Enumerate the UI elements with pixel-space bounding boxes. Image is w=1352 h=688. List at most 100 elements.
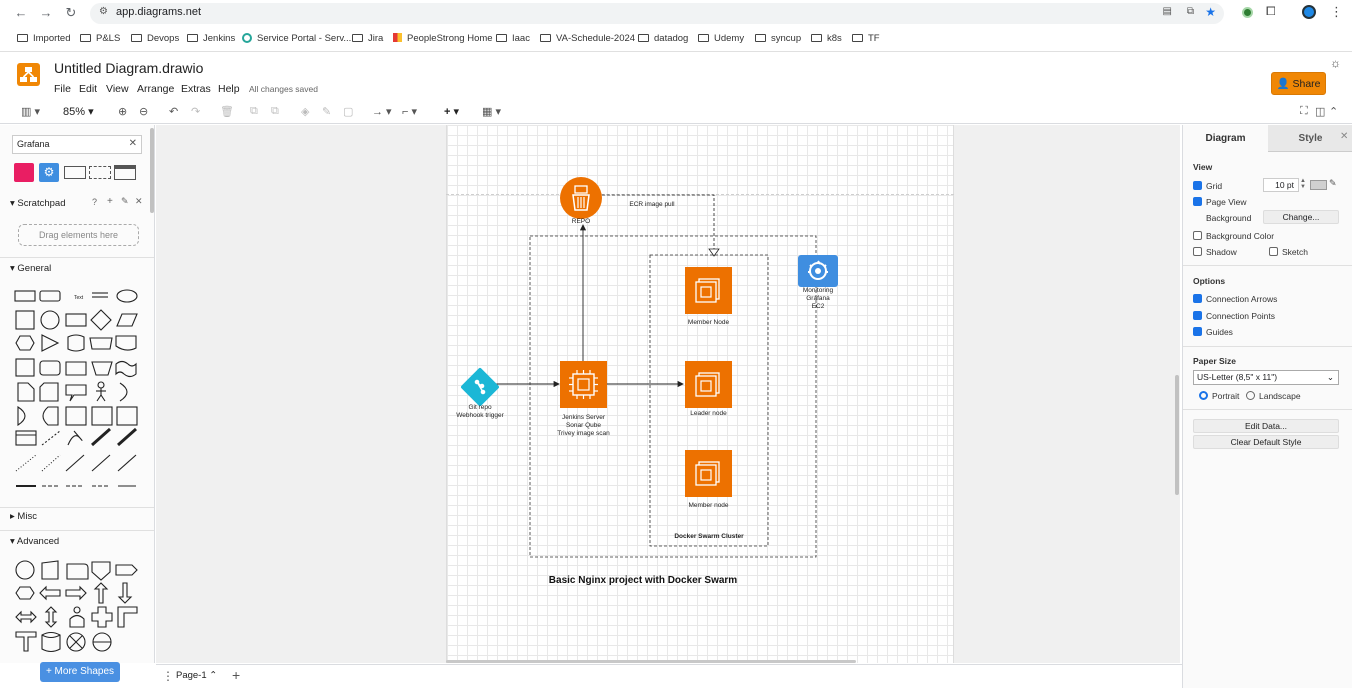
- canvas-vscrollbar[interactable]: [1175, 375, 1179, 495]
- advanced-shapes-grid[interactable]: [12, 557, 142, 657]
- tab-style[interactable]: Style: [1268, 125, 1352, 152]
- menu-view[interactable]: View: [106, 83, 129, 95]
- install-app-icon[interactable]: ⧉: [1186, 6, 1194, 17]
- delete-icon[interactable]: 🗑: [220, 106, 234, 118]
- bookmark-jenkins[interactable]: Jenkins: [187, 33, 235, 44]
- member-node-1-icon[interactable]: [685, 267, 732, 314]
- outer-group-box[interactable]: [529, 235, 817, 558]
- result-shape-icon[interactable]: [64, 166, 86, 179]
- table-icon[interactable]: ▦ ▾: [482, 106, 501, 118]
- bookmark-va-schedule[interactable]: VA-Schedule-2024: [540, 33, 635, 44]
- shape-search-input[interactable]: Grafana ✕: [12, 135, 142, 154]
- menu-extras[interactable]: Extras: [181, 83, 211, 95]
- checkbox-checked[interactable]: [1193, 294, 1202, 303]
- general-shapes-grid[interactable]: Text: [12, 285, 142, 500]
- member-node-2-icon[interactable]: [685, 450, 732, 497]
- bookmark-peoplestrong[interactable]: PeopleStrong Home: [393, 33, 493, 44]
- sketch-checkbox[interactable]: Sketch: [1269, 247, 1308, 257]
- result-grafana-pink-icon[interactable]: [14, 163, 34, 182]
- to-front-icon[interactable]: ⧉: [250, 105, 258, 117]
- result-shape-icon[interactable]: [114, 165, 136, 180]
- scratchpad-edit-icon[interactable]: ✎: [121, 196, 129, 206]
- checkbox-unchecked[interactable]: [1193, 247, 1202, 256]
- ecr-repo-icon[interactable]: [560, 177, 602, 219]
- bookmark-datadog[interactable]: datadog: [638, 33, 688, 44]
- bookmark-star-icon[interactable]: ★: [1205, 5, 1216, 19]
- profile-avatar[interactable]: [1302, 5, 1316, 19]
- extensions-puzzle-icon[interactable]: ⧠: [1266, 4, 1276, 18]
- result-grafana-blue-icon[interactable]: ⚙: [39, 163, 59, 182]
- fill-color-icon[interactable]: ◈: [301, 106, 310, 118]
- grid-size-input[interactable]: 10 pt: [1263, 178, 1299, 192]
- share-button[interactable]: 👤 Share: [1271, 72, 1326, 95]
- bookmark-iaac[interactable]: Iaac: [496, 33, 530, 44]
- scratchpad-add-icon[interactable]: +: [107, 196, 113, 207]
- background-color-checkbox[interactable]: Background Color: [1193, 231, 1274, 241]
- edge-ecr-image-pull[interactable]: [602, 194, 720, 257]
- bookmark-service-portal[interactable]: Service Portal - Serv...: [242, 33, 351, 44]
- insert-icon[interactable]: + ▾: [444, 106, 460, 118]
- menu-arrange[interactable]: Arrange: [137, 83, 175, 95]
- bookmark-devops[interactable]: Devops: [131, 33, 179, 44]
- extension-icon[interactable]: [1242, 7, 1253, 18]
- guides-checkbox[interactable]: Guides: [1193, 327, 1233, 337]
- fullscreen-icon[interactable]: ⛶: [1300, 105, 1308, 117]
- leader-node-icon[interactable]: [685, 361, 732, 408]
- page-tab-chevron-icon[interactable]: ⌃: [209, 670, 218, 681]
- general-header[interactable]: ▾ General: [10, 263, 52, 274]
- bookmark-udemy[interactable]: Udemy: [698, 33, 744, 44]
- menu-help[interactable]: Help: [218, 83, 240, 95]
- more-shapes-button[interactable]: + More Shapes: [40, 662, 120, 682]
- zoom-in-icon[interactable]: ⊕: [118, 106, 128, 118]
- zoom-out-icon[interactable]: ⊖: [139, 106, 149, 118]
- forward-icon[interactable]: →: [39, 5, 53, 20]
- page-view-checkbox[interactable]: Page View: [1193, 197, 1246, 207]
- checkbox-unchecked[interactable]: [1269, 247, 1278, 256]
- portrait-radio[interactable]: Portrait: [1199, 391, 1239, 401]
- connection-arrows-checkbox[interactable]: Connection Arrows: [1193, 294, 1277, 304]
- checkbox-checked[interactable]: [1193, 181, 1202, 190]
- docker-swarm-cluster-box[interactable]: [649, 254, 769, 547]
- radio-unselected[interactable]: [1246, 391, 1255, 400]
- clear-default-style-button[interactable]: Clear Default Style: [1193, 435, 1339, 449]
- grid-checkbox[interactable]: Grid: [1193, 181, 1222, 191]
- shadow-checkbox[interactable]: Shadow: [1193, 247, 1237, 257]
- connection-points-checkbox[interactable]: Connection Points: [1193, 311, 1275, 321]
- collapse-icon[interactable]: ⌃: [1329, 106, 1339, 118]
- grid-size-stepper[interactable]: ▲▼: [1300, 178, 1306, 190]
- document-title[interactable]: Untitled Diagram.drawio: [54, 60, 204, 76]
- format-panel-icon[interactable]: ▥ ▾: [21, 106, 40, 118]
- left-panel-scrollbar[interactable]: [150, 128, 154, 213]
- result-shape-icon[interactable]: [89, 166, 111, 179]
- scratchpad-close-icon[interactable]: ✕: [135, 196, 143, 206]
- undo-icon[interactable]: ↶: [169, 106, 179, 118]
- address-bar[interactable]: ⚙ app.diagrams.net ★ ⧉ ▤: [90, 3, 1224, 24]
- checkbox-unchecked[interactable]: [1193, 231, 1202, 240]
- scratchpad-help-icon[interactable]: ?: [92, 197, 98, 207]
- canvas-hscrollbar[interactable]: [446, 660, 856, 663]
- browser-menu-icon[interactable]: ⋮: [1330, 4, 1343, 19]
- checkbox-checked[interactable]: [1193, 327, 1202, 336]
- to-back-icon[interactable]: ⧉: [271, 105, 279, 117]
- checkbox-checked[interactable]: [1193, 197, 1202, 206]
- clipboard-icon[interactable]: ▤: [1162, 6, 1172, 17]
- edit-data-button[interactable]: Edit Data...: [1193, 419, 1339, 433]
- waypoints-icon[interactable]: ⌐ ▾: [402, 106, 418, 118]
- bookmark-imported[interactable]: Imported: [17, 33, 71, 44]
- scratchpad-header[interactable]: ▾ Scratchpad: [10, 198, 66, 209]
- radio-selected[interactable]: [1199, 391, 1208, 400]
- back-icon[interactable]: ←: [14, 5, 28, 20]
- menu-file[interactable]: File: [54, 83, 71, 95]
- zoom-select[interactable]: 85% ▾: [63, 106, 94, 118]
- bookmark-jira[interactable]: Jira: [352, 33, 383, 44]
- connection-icon[interactable]: → ▾: [372, 106, 392, 118]
- change-background-button[interactable]: Change...: [1263, 210, 1339, 224]
- misc-header[interactable]: ▸ Misc: [10, 511, 37, 522]
- menu-edit[interactable]: Edit: [79, 83, 98, 95]
- tab-page-1[interactable]: Page-1 ⌃: [176, 670, 218, 681]
- close-panel-icon[interactable]: ✕: [1340, 131, 1349, 142]
- toggle-format-icon[interactable]: ◫: [1315, 106, 1326, 118]
- pages-menu-icon[interactable]: ⋮: [162, 669, 174, 683]
- redo-icon[interactable]: ↷: [191, 106, 201, 118]
- bookmark-tf[interactable]: TF: [852, 33, 880, 44]
